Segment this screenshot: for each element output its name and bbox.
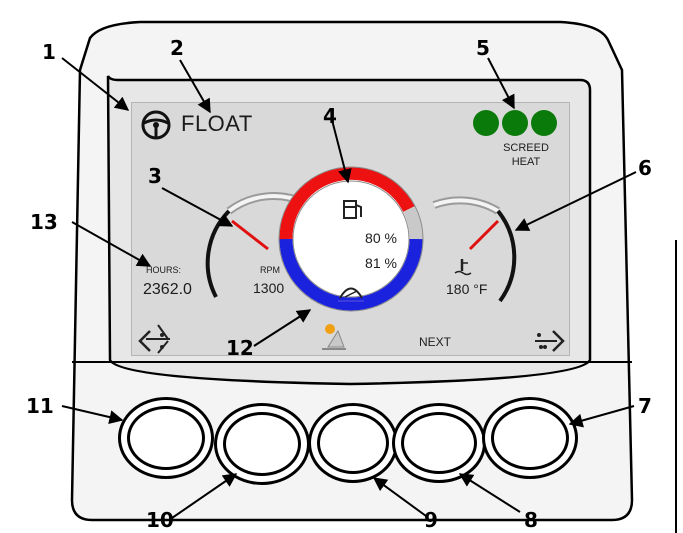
next-label: NEXT bbox=[419, 335, 452, 349]
heat-indicator-1 bbox=[473, 110, 499, 136]
hours-value: 2362.0 bbox=[143, 281, 192, 298]
panel-button-2-ring bbox=[223, 412, 301, 476]
callout-10: 10 bbox=[146, 508, 174, 532]
panel-button-5-ring bbox=[491, 406, 569, 470]
panel-button-1-ring bbox=[127, 406, 205, 470]
callout-6: 6 bbox=[638, 156, 652, 180]
callout-7: 7 bbox=[638, 394, 652, 418]
rpm-label: RPM bbox=[260, 265, 280, 275]
def-fluid-icon bbox=[338, 287, 364, 302]
coolant-temperature-icon bbox=[454, 259, 472, 276]
def-level-value: 81 % bbox=[365, 255, 397, 271]
work-light-icon bbox=[322, 324, 346, 350]
heat-indicator-3 bbox=[531, 110, 557, 136]
screed-heat-line1: SCREED bbox=[503, 142, 549, 154]
screed-heat-label: SCREED HEAT bbox=[481, 141, 571, 169]
temperature-needle bbox=[468, 219, 500, 251]
callout-3: 3 bbox=[148, 164, 162, 188]
callout-12: 12 bbox=[226, 336, 254, 360]
callout-1: 1 bbox=[42, 40, 56, 64]
panel-button-3[interactable] bbox=[308, 403, 398, 483]
screed-heat-line2: HEAT bbox=[511, 156, 541, 168]
right-navigation-icon bbox=[535, 330, 565, 352]
rpm-value: 1300 bbox=[253, 280, 285, 296]
screed-heat-indicators bbox=[473, 110, 557, 136]
callout-11: 11 bbox=[26, 394, 54, 418]
fuel-level-value: 80 % bbox=[365, 230, 397, 246]
panel-button-4-ring bbox=[401, 412, 477, 474]
panel-button-2[interactable] bbox=[214, 403, 310, 485]
panel-button-1[interactable] bbox=[118, 397, 214, 479]
callout-5: 5 bbox=[476, 36, 490, 60]
panel-button-5[interactable] bbox=[482, 397, 578, 479]
callout-4: 4 bbox=[323, 104, 337, 128]
fuel-pump-icon bbox=[343, 200, 362, 219]
callout-8: 8 bbox=[524, 508, 538, 532]
display-screen: FLOAT SCREED HEAT HOURS: 2362.0 RPM 1300… bbox=[131, 102, 570, 356]
def-level-arc bbox=[279, 238, 423, 311]
temperature-value: 180 °F bbox=[446, 281, 488, 297]
heat-indicator-2 bbox=[502, 110, 528, 136]
steering-wheel-icon bbox=[141, 110, 171, 140]
callout-2: 2 bbox=[170, 36, 184, 60]
callout-13: 13 bbox=[30, 210, 58, 234]
panel-button-4[interactable] bbox=[392, 403, 486, 483]
hours-label: HOURS: bbox=[146, 265, 182, 275]
panel-button-3-ring bbox=[317, 412, 389, 474]
left-navigation-icon bbox=[138, 324, 170, 354]
operating-mode-label: FLOAT bbox=[181, 111, 253, 136]
rpm-needle bbox=[231, 219, 269, 251]
callout-9: 9 bbox=[424, 508, 438, 532]
